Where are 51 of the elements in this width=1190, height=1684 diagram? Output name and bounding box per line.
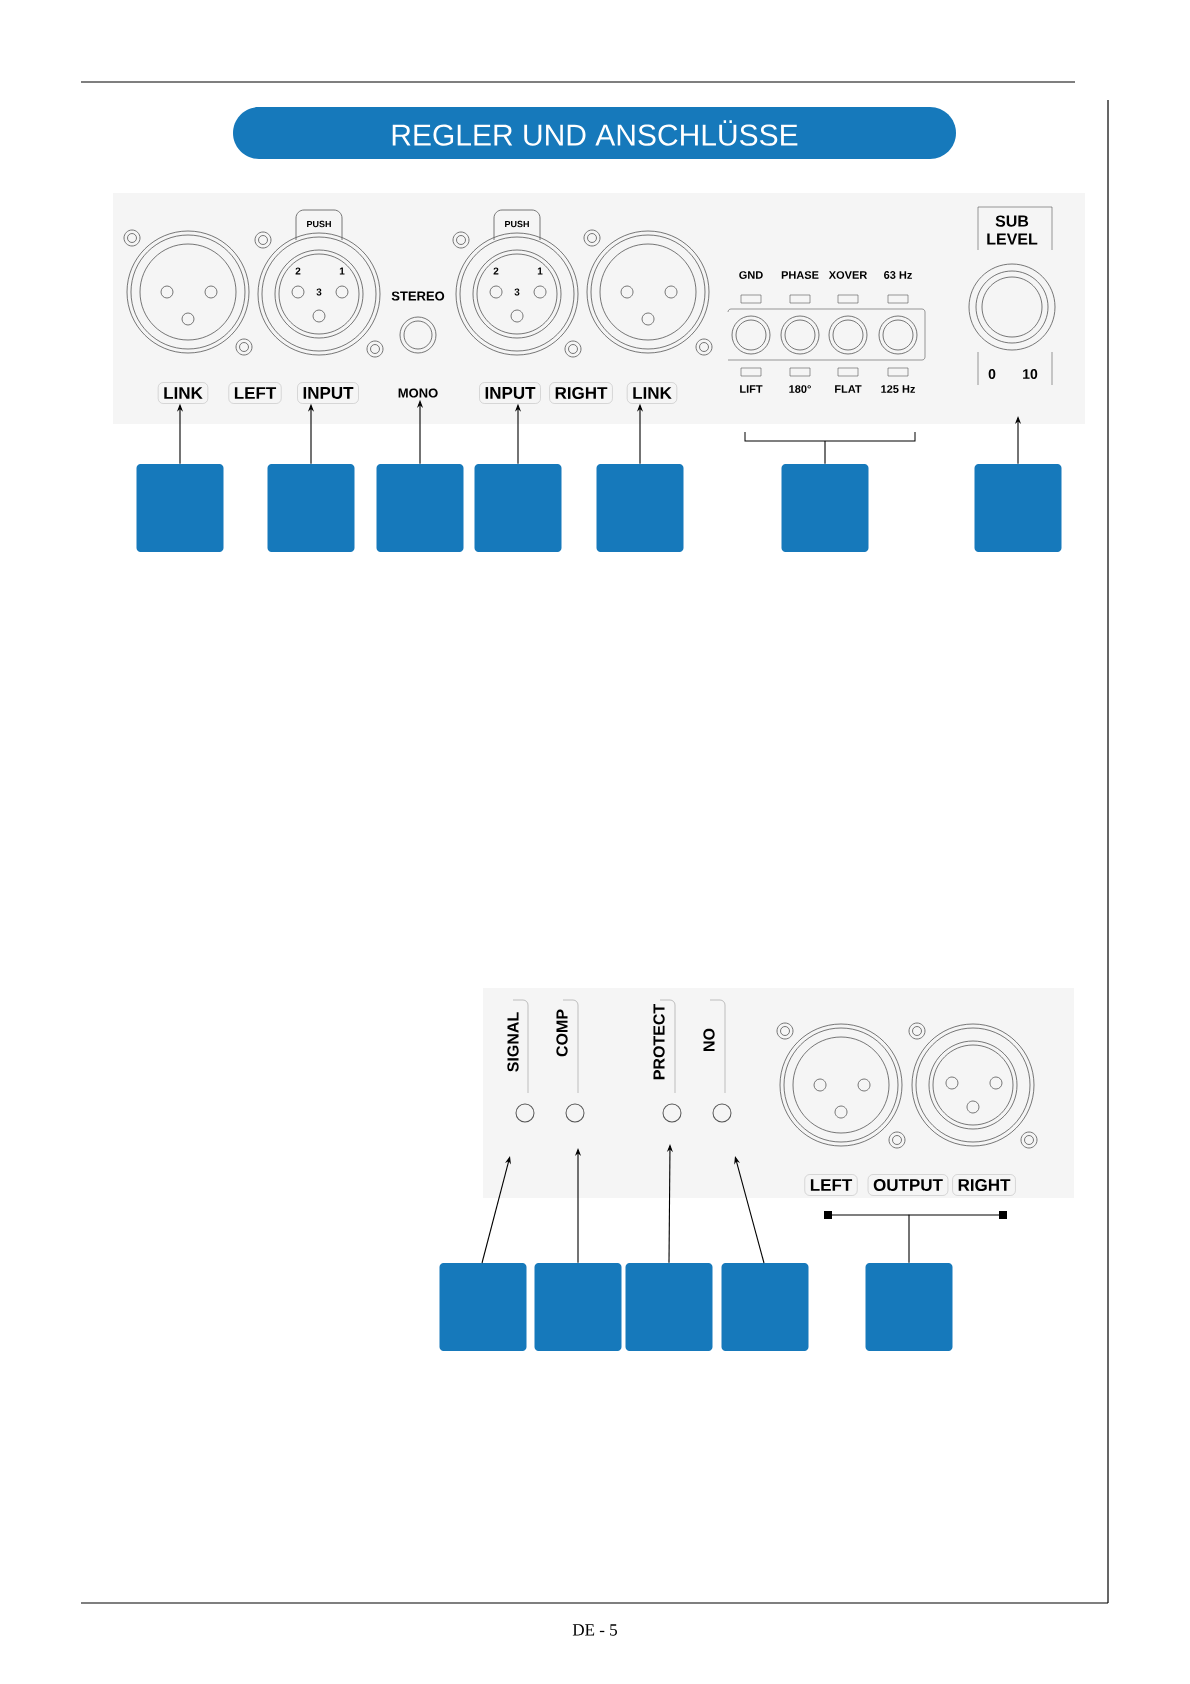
panel-label: RIGHT <box>549 382 613 404</box>
printed-label: 0 <box>988 369 996 379</box>
printed-label: ON <box>703 1028 715 1051</box>
printed-label: PROTECT <box>653 1003 665 1080</box>
printed-label: 3 <box>514 288 520 296</box>
page-number: DE - 5 <box>572 1624 617 1636</box>
printed-label: 1 <box>537 267 543 275</box>
printed-label: 2 <box>493 267 499 275</box>
printed-label: 3 <box>316 288 322 296</box>
printed-label: 180° <box>789 385 811 393</box>
printed-label: 125 Hz <box>881 385 915 393</box>
callout-box <box>136 464 224 552</box>
printed-label: 10 <box>1023 369 1038 379</box>
printed-label: STEREO <box>391 291 445 301</box>
callout-box <box>781 464 869 552</box>
panel-label: INPUT <box>479 382 541 404</box>
printed-label: 1 <box>339 267 345 275</box>
panel-label: OUTPUT <box>867 1174 949 1196</box>
callout-box <box>721 1263 809 1351</box>
printed-label: XOVER <box>828 271 868 279</box>
printed-label: FLAT <box>835 385 862 393</box>
printed-label: 63 Hz <box>884 271 912 279</box>
printed-label: LIFT <box>740 385 763 393</box>
callout-box <box>596 464 684 552</box>
printed-label: SIGNAL <box>507 1012 519 1072</box>
callout-box <box>534 1263 622 1351</box>
panel-label: RIGHT <box>952 1174 1016 1196</box>
callout-box <box>267 464 355 552</box>
printed-label: COMP <box>556 1009 568 1057</box>
printed-label: PUSH <box>307 220 331 228</box>
callout-box <box>439 1263 527 1351</box>
panel-label: LEFT <box>804 1174 858 1196</box>
printed-label: MONO <box>398 388 438 398</box>
callout-box <box>376 464 464 552</box>
printed-label: GND <box>739 271 763 279</box>
leader-line <box>734 1156 765 1264</box>
panel-label: INPUT <box>297 382 359 404</box>
printed-label: PUSH <box>505 220 529 228</box>
printed-label: 2 <box>295 267 301 275</box>
callout-box <box>974 464 1062 552</box>
printed-label: PHASE <box>781 271 819 279</box>
callout-box <box>625 1263 713 1351</box>
leader-line <box>908 1214 910 1264</box>
panel-label: LINK <box>626 382 678 404</box>
callout-box <box>474 464 562 552</box>
callout-box <box>865 1263 953 1351</box>
printed-label: SUB LEVEL <box>987 215 1038 245</box>
leader-line <box>824 440 826 465</box>
panel-label: LEFT <box>228 382 282 404</box>
title-banner: REGLER UND ANSCHLÜSSE <box>233 107 956 159</box>
panel-label: LINK <box>157 382 209 404</box>
